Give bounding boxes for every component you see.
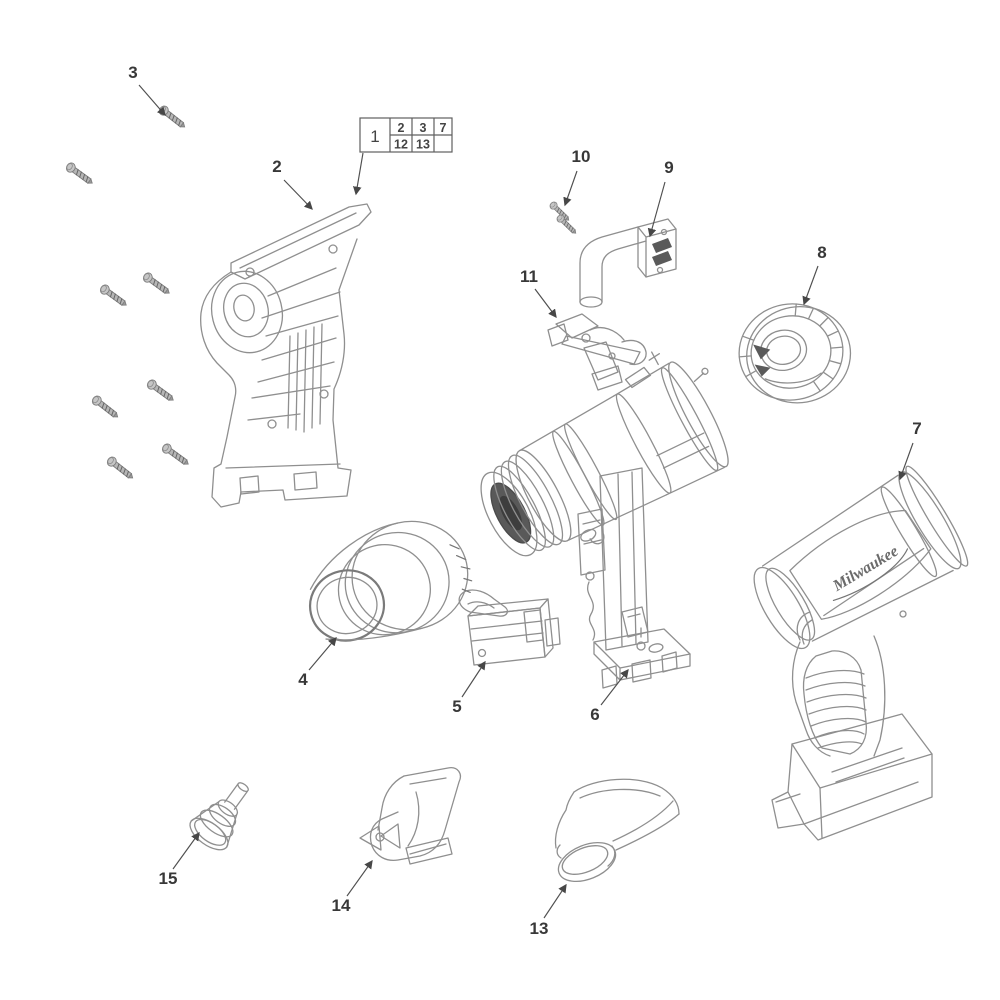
barrel — [480, 351, 729, 557]
callout-7: 7 — [912, 419, 921, 438]
leader-15 — [172, 831, 200, 870]
leader-4 — [308, 637, 337, 671]
part-3-screws — [64, 103, 192, 483]
callout-13: 13 — [530, 919, 549, 938]
part-13-fishtail-nozzle — [554, 778, 680, 883]
part-11-trigger-linkage — [547, 313, 647, 391]
callout-4: 4 — [298, 670, 308, 689]
part-2-housing-half — [200, 203, 372, 508]
housing-handle-grip — [791, 610, 907, 757]
motor-barrel-assembly — [480, 351, 729, 651]
part-10-screws — [548, 200, 579, 237]
part-8-end-cap-ring — [738, 303, 852, 404]
part-5-trigger-switch — [458, 589, 561, 666]
callout-2: 2 — [272, 157, 281, 176]
part-6-terminal-block — [593, 606, 691, 689]
callout-3: 3 — [128, 63, 137, 82]
reference-table: 1 2 3 7 12 13 — [352, 117, 453, 196]
part-7-housing-half: Milwaukee — [753, 465, 969, 841]
screw — [98, 282, 130, 310]
screw — [64, 160, 96, 188]
part-15-reduction-nozzle — [189, 782, 249, 851]
leader-3 — [138, 84, 166, 116]
leader-table — [352, 152, 364, 196]
part-4-nose-cone — [309, 520, 473, 642]
table-cell-r1c2: 3 — [420, 121, 427, 135]
leader-14 — [346, 859, 373, 897]
callout-14: 14 — [332, 896, 351, 915]
leader-8 — [802, 265, 819, 306]
leader-2 — [283, 179, 313, 210]
callout-6: 6 — [590, 705, 599, 724]
callout-leaders — [138, 84, 914, 919]
leader-11 — [534, 288, 557, 319]
part-9-elbow-tube — [579, 218, 677, 308]
table-cell-r2c1: 12 — [394, 138, 408, 152]
table-cell-assembly: 1 — [370, 127, 379, 146]
screw — [90, 393, 122, 422]
callout-8: 8 — [817, 243, 826, 262]
table-cell-r2c2: 13 — [416, 138, 430, 152]
screw — [157, 103, 189, 132]
leader-7 — [898, 442, 914, 481]
screw — [141, 270, 173, 298]
leader-9 — [647, 181, 666, 238]
table-cell-r1c1: 2 — [398, 121, 405, 135]
table-cell-r1c3: 7 — [440, 121, 447, 135]
leader-13 — [543, 883, 567, 919]
leader-6 — [600, 668, 629, 706]
screw — [160, 441, 192, 469]
leader-10 — [563, 170, 578, 207]
leader-5 — [461, 660, 486, 698]
screw — [105, 454, 137, 483]
callout-5: 5 — [452, 697, 461, 716]
housing-barrel: Milwaukee — [753, 465, 969, 650]
part-14-deflector-shield — [359, 767, 462, 865]
callout-9: 9 — [664, 158, 673, 177]
field-bracket-column — [577, 467, 649, 651]
screw — [145, 377, 177, 405]
callout-15: 15 — [159, 869, 178, 888]
callout-11: 11 — [520, 267, 538, 286]
housing-base-foot — [771, 713, 933, 841]
callout-10: 10 — [572, 147, 591, 166]
callout-labels: 2 3 4 5 6 7 8 9 10 11 13 14 15 — [128, 63, 921, 938]
